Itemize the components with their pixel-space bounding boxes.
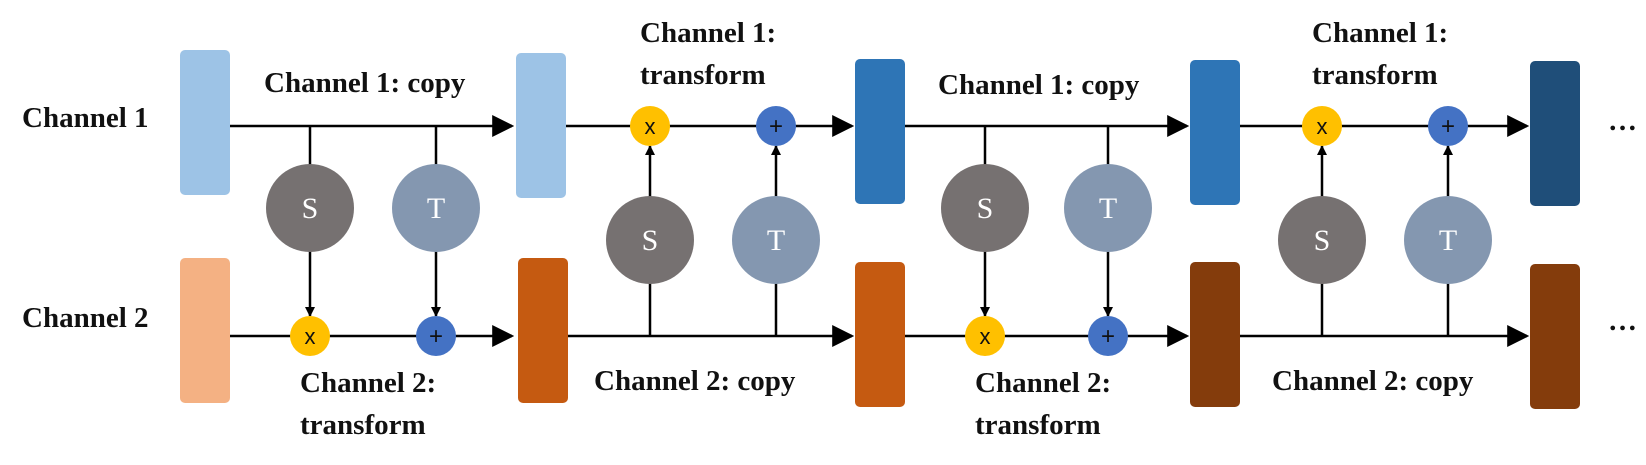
block-4-s-label: S xyxy=(1314,224,1331,257)
block-3-t-network-circle xyxy=(1064,164,1152,252)
block-4-top-label-line-1: Channel 1: xyxy=(1312,17,1448,49)
channel-1-state-2 xyxy=(855,59,905,204)
block-1-add-label: + xyxy=(429,323,443,350)
block-1-bottom-label-line-2: transform xyxy=(300,409,426,441)
block-2-multiply-label: x xyxy=(645,114,656,139)
block-2-bottom-label: Channel 2: copy xyxy=(594,365,796,397)
block-3-top-label: Channel 1: copy xyxy=(938,69,1140,101)
block-3-t-label: T xyxy=(1099,192,1117,225)
block-1-bottom-label-line-1: Channel 2: xyxy=(300,367,436,399)
block-2-top-label-line-2: transform xyxy=(640,59,766,91)
block-1-t-network-circle xyxy=(392,164,480,252)
block-2-top-label-line-1: Channel 1: xyxy=(640,17,776,49)
block-4-top-label-line-2: transform xyxy=(1312,59,1438,91)
block-1-multiply-node xyxy=(290,316,330,356)
block-1-top-label: Channel 1: copy xyxy=(264,67,466,99)
block-1-add-node xyxy=(416,316,456,356)
block-2-t-network-circle xyxy=(732,196,820,284)
channel-1-ellipsis: … xyxy=(1608,105,1637,137)
channel-1-row-label: Channel 1 xyxy=(22,102,149,134)
channel-2-ellipsis: … xyxy=(1608,305,1637,337)
block-4-t-network-circle xyxy=(1404,196,1492,284)
block-1-s-network-circle xyxy=(266,164,354,252)
block-4-multiply-label: x xyxy=(1317,114,1328,139)
channel-1-state-4 xyxy=(1530,61,1580,206)
block-3-bottom-label-line-1: Channel 2: xyxy=(975,367,1111,399)
block-4-bottom-label: Channel 2: copy xyxy=(1272,365,1474,397)
block-1-multiply-label: x xyxy=(305,324,316,349)
block-4-add-node xyxy=(1428,106,1468,146)
channel-2-state-3 xyxy=(1190,262,1240,407)
block-4-multiply-node xyxy=(1302,106,1342,146)
block-1-t-label: T xyxy=(427,192,445,225)
block-4-add-label: + xyxy=(1441,113,1455,140)
channel-1-state-3 xyxy=(1190,60,1240,205)
channel-2-state-2 xyxy=(855,262,905,407)
block-3-multiply-label: x xyxy=(980,324,991,349)
block-2-multiply-node xyxy=(630,106,670,146)
block-3-multiply-node xyxy=(965,316,1005,356)
block-2-s-label: S xyxy=(642,224,659,257)
block-4-t-label: T xyxy=(1439,224,1457,257)
channel-2-state-1 xyxy=(518,258,568,403)
block-2-add-label: + xyxy=(769,113,783,140)
block-3-add-label: + xyxy=(1101,323,1115,350)
block-3-bottom-label-line-2: transform xyxy=(975,409,1101,441)
block-3-s-label: S xyxy=(977,192,994,225)
block-2-s-network-circle xyxy=(606,196,694,284)
block-2-add-node xyxy=(756,106,796,146)
block-1-s-label: S xyxy=(302,192,319,225)
block-3-s-network-circle xyxy=(941,164,1029,252)
block-3-add-node xyxy=(1088,316,1128,356)
channel-2-row-label: Channel 2 xyxy=(22,302,149,334)
block-2-t-label: T xyxy=(767,224,785,257)
channel-2-state-0 xyxy=(180,258,230,403)
channel-1-state-0 xyxy=(180,50,230,195)
block-4-s-network-circle xyxy=(1278,196,1366,284)
channel-2-state-4 xyxy=(1530,264,1580,409)
channel-1-state-1 xyxy=(516,53,566,198)
